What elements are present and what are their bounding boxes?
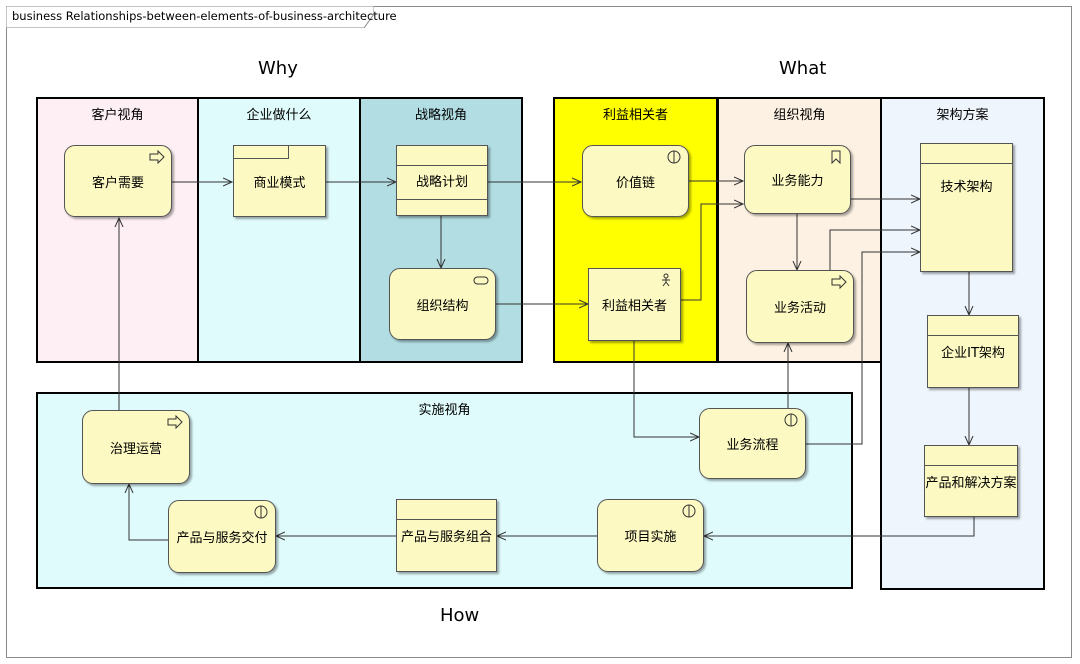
node-product-service-delivery[interactable]: 产品与服务交付 bbox=[168, 500, 276, 573]
node-business-model[interactable]: 商业模式 bbox=[233, 145, 326, 217]
node-product-service-combo[interactable]: 产品与服务组合 bbox=[396, 499, 497, 572]
function-circle-icon bbox=[784, 413, 798, 427]
node-tech-architecture[interactable]: 技术架构 bbox=[920, 143, 1013, 272]
lane-title-implementation: 实施视角 bbox=[418, 403, 471, 418]
actor-icon bbox=[662, 273, 670, 287]
edge-process-to-tech bbox=[806, 252, 920, 445]
node-business-activity[interactable]: 业务活动 bbox=[746, 270, 854, 343]
lane-title-customer: 客户视角 bbox=[91, 108, 144, 123]
lane-title-enterprise: 企业做什么 bbox=[246, 108, 312, 123]
edge-delivery-to-governance bbox=[129, 484, 168, 541]
diagram-title: business Relationships-between-elements-… bbox=[12, 9, 397, 23]
node-business-process[interactable]: 业务流程 bbox=[699, 408, 806, 479]
node-label: 治理运营 bbox=[109, 441, 162, 457]
node-label: 客户需要 bbox=[91, 175, 144, 191]
edge-activity-to-tech bbox=[829, 230, 920, 272]
node-governance-ops[interactable]: 治理运营 bbox=[82, 410, 190, 484]
plan-divider bbox=[397, 199, 487, 200]
function-circle-icon bbox=[682, 504, 696, 518]
node-stakeholder[interactable]: 利益相关者 bbox=[588, 268, 681, 341]
node-label: 商业模式 bbox=[253, 175, 306, 191]
node-label: 产品与服务交付 bbox=[176, 531, 268, 546]
header-what: What bbox=[779, 58, 827, 79]
node-label: 组织结构 bbox=[416, 298, 469, 314]
function-circle-icon bbox=[667, 150, 681, 164]
node-value-chain[interactable]: 价值链 bbox=[582, 145, 689, 217]
lane-title-stakeholder: 利益相关者 bbox=[602, 108, 668, 123]
diagram-frame bbox=[6, 6, 1072, 658]
header-how: How bbox=[440, 605, 480, 626]
node-customer-need[interactable]: 客户需要 bbox=[64, 145, 172, 217]
node-label: 价值链 bbox=[615, 175, 655, 191]
node-label: 企业IT架构 bbox=[941, 346, 1005, 361]
header-why: Why bbox=[258, 58, 298, 79]
function-circle-icon bbox=[254, 505, 268, 519]
node-label: 利益相关者 bbox=[601, 299, 667, 314]
edge-stakeholder-to-process bbox=[633, 341, 699, 437]
node-label: 业务流程 bbox=[726, 438, 779, 453]
process-arrow-icon bbox=[149, 150, 165, 164]
node-strategic-plan[interactable]: 战略计划 bbox=[396, 145, 488, 216]
node-label: 产品和解决方案 bbox=[925, 475, 1017, 491]
node-label: 技术架构 bbox=[940, 180, 993, 195]
node-label: 业务能力 bbox=[771, 174, 824, 189]
lane-enterprise[interactable]: 企业做什么 bbox=[197, 97, 361, 363]
edge-stakeholder-to-capability bbox=[681, 204, 743, 301]
node-label: 产品与服务组合 bbox=[400, 530, 492, 545]
node-project-impl[interactable]: 项目实施 bbox=[597, 499, 704, 572]
product-tab-icon bbox=[233, 145, 290, 159]
node-label: 项目实施 bbox=[624, 530, 677, 545]
edge-solution-to-project bbox=[704, 517, 975, 536]
lane-title-organization: 组织视角 bbox=[773, 108, 826, 123]
node-label: 业务活动 bbox=[773, 301, 826, 316]
lane-title-architecture: 架构方案 bbox=[936, 108, 989, 123]
node-label: 战略计划 bbox=[415, 175, 468, 190]
diagram-tab bbox=[6, 6, 374, 28]
node-enterprise-it[interactable]: 企业IT架构 bbox=[927, 315, 1019, 388]
node-business-capability[interactable]: 业务能力 bbox=[744, 145, 851, 214]
bookmark-icon bbox=[831, 150, 841, 164]
node-product-solution[interactable]: 产品和解决方案 bbox=[924, 445, 1018, 517]
node-org-structure[interactable]: 组织结构 bbox=[389, 268, 496, 340]
lane-title-strategy: 战略视角 bbox=[414, 108, 467, 123]
process-arrow-icon bbox=[167, 415, 183, 429]
service-pill-icon bbox=[473, 276, 489, 285]
process-arrow-icon bbox=[831, 275, 847, 289]
